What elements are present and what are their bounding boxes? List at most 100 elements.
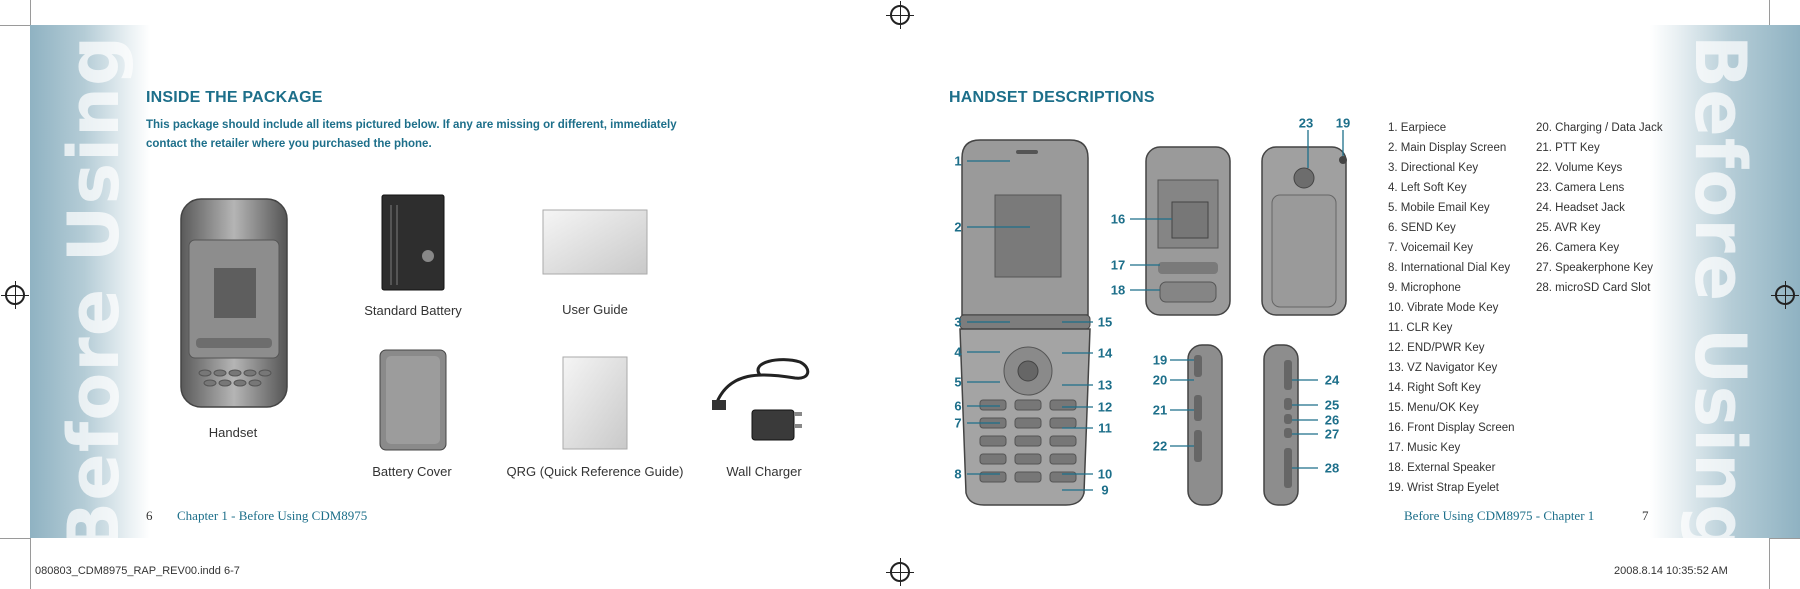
parts-list-item: 6. SEND Key xyxy=(1388,222,1456,234)
callout-3: 3 xyxy=(954,314,962,330)
footer-right: Before Using CDM8975 - Chapter 1 xyxy=(1404,508,1595,523)
handset-left-side-image xyxy=(1187,344,1223,506)
callout-9: 9 xyxy=(1101,482,1109,498)
callout-16: 16 xyxy=(1110,211,1126,227)
parts-list-item: 24. Headset Jack xyxy=(1536,202,1625,214)
crop-mark xyxy=(1770,538,1800,539)
parts-list-item: 27. Speakerphone Key xyxy=(1536,262,1654,274)
callout-18: 18 xyxy=(1110,282,1126,298)
callout-17: 17 xyxy=(1110,257,1126,273)
parts-list-item: 3. Directional Key xyxy=(1388,162,1479,174)
crop-mark xyxy=(1769,538,1770,589)
handset-open-image xyxy=(959,139,1091,506)
parts-list-item: 8. International Dial Key xyxy=(1388,262,1511,274)
handset-right-side-image xyxy=(1263,344,1299,506)
handset-front-image xyxy=(1145,146,1231,316)
page-title-inside-package: INSIDE THE PACKAGE xyxy=(146,89,323,106)
crop-mark xyxy=(30,538,31,589)
callout-7: 7 xyxy=(954,415,962,431)
parts-list-item: 18. External Speaker xyxy=(1388,462,1496,474)
parts-list-item: 16. Front Display Screen xyxy=(1388,422,1515,434)
callout-21: 21 xyxy=(1152,402,1168,418)
caption-handset: Handset xyxy=(208,425,258,440)
callout-28: 28 xyxy=(1324,460,1340,476)
caption-standard-battery: Standard Battery xyxy=(364,303,462,318)
crop-mark xyxy=(0,25,30,26)
registration-mark-right xyxy=(1771,281,1799,309)
callout-1: 1 xyxy=(954,153,962,169)
callout-20: 20 xyxy=(1152,372,1168,388)
callout-5: 5 xyxy=(954,374,962,390)
handset-back-image xyxy=(1261,146,1347,316)
callout-14: 14 xyxy=(1097,345,1113,361)
registration-mark-top xyxy=(886,1,914,29)
slug-filename: 080803_CDM8975_RAP_REV00.indd 6-7 xyxy=(35,565,240,577)
parts-list-item: 28. microSD Card Slot xyxy=(1536,282,1651,294)
handset-image xyxy=(180,198,288,408)
parts-list-item: 11. CLR Key xyxy=(1388,322,1453,334)
parts-list-item: 1. Earpiece xyxy=(1388,122,1447,134)
crop-mark xyxy=(30,0,31,25)
registration-mark-bottom xyxy=(886,558,914,586)
parts-list-item: 15. Menu/OK Key xyxy=(1388,402,1479,414)
callout-8: 8 xyxy=(954,466,962,482)
parts-list-item: 2. Main Display Screen xyxy=(1388,142,1507,154)
side-tab-right xyxy=(1650,25,1800,538)
page-title-handset-descriptions: HANDSET DESCRIPTIONS xyxy=(949,89,1155,106)
side-tab-left xyxy=(30,25,150,538)
parts-list-item: 25. AVR Key xyxy=(1536,222,1601,234)
slug-timestamp: 2008.8.14 10:35:52 AM xyxy=(1614,565,1728,577)
parts-list-item: 26. Camera Key xyxy=(1536,242,1620,254)
parts-list-item: 23. Camera Lens xyxy=(1536,182,1625,194)
page-number-left: 6 xyxy=(146,508,153,523)
parts-list-item: 7. Voicemail Key xyxy=(1388,242,1474,254)
parts-list-item: 13. VZ Navigator Key xyxy=(1388,362,1498,374)
footer-left: Chapter 1 - Before Using CDM8975 xyxy=(177,508,368,523)
crop-mark xyxy=(1769,0,1770,25)
callout-11: 11 xyxy=(1098,420,1112,436)
callout-19-side: 19 xyxy=(1152,352,1168,368)
parts-list-col2: 20. Charging / Data Jack 21. PTT Key 22.… xyxy=(1536,118,1663,298)
parts-list-item: 21. PTT Key xyxy=(1536,142,1600,154)
parts-list-col1: 1. Earpiece 2. Main Display Screen 3. Di… xyxy=(1388,118,1515,498)
parts-list-item: 5. Mobile Email Key xyxy=(1388,202,1490,214)
callout-26: 26 xyxy=(1324,412,1340,428)
parts-list-item: 14. Right Soft Key xyxy=(1388,382,1481,394)
caption-user-guide: User Guide xyxy=(562,302,628,317)
callout-27: 27 xyxy=(1324,426,1340,442)
caption-wall-charger: Wall Charger xyxy=(726,464,802,479)
callout-19-back: 19 xyxy=(1335,115,1351,131)
crop-mark xyxy=(0,538,30,539)
callout-25: 25 xyxy=(1324,397,1340,413)
intro-text: This package should include all items pi… xyxy=(146,119,677,150)
callout-24: 24 xyxy=(1324,372,1340,388)
wall-charger-image xyxy=(712,358,810,441)
callout-13: 13 xyxy=(1097,377,1113,393)
callout-15: 15 xyxy=(1097,314,1113,330)
registration-mark-left xyxy=(1,281,29,309)
callout-lines xyxy=(967,130,1344,491)
parts-list-item: 22. Volume Keys xyxy=(1536,162,1623,174)
callout-23: 23 xyxy=(1298,115,1314,131)
parts-list-item: 10. Vibrate Mode Key xyxy=(1388,302,1499,314)
callout-12: 12 xyxy=(1097,399,1113,415)
parts-list-item: 12. END/PWR Key xyxy=(1388,342,1485,354)
parts-list-item: 20. Charging / Data Jack xyxy=(1536,122,1663,134)
battery-cover-image xyxy=(379,349,447,451)
callout-4: 4 xyxy=(954,344,962,360)
callout-10: 10 xyxy=(1097,466,1113,482)
page-number-right: 7 xyxy=(1642,508,1649,523)
parts-list-item: 17. Music Key xyxy=(1388,442,1461,454)
caption-battery-cover: Battery Cover xyxy=(372,464,452,479)
user-guide-image xyxy=(542,209,648,275)
parts-list-item: 4. Left Soft Key xyxy=(1388,182,1467,194)
parts-list-item: 9. Microphone xyxy=(1388,282,1461,294)
caption-qrg: QRG (Quick Reference Guide) xyxy=(506,464,684,479)
battery-image xyxy=(381,194,445,291)
callout-6: 6 xyxy=(954,398,962,414)
callout-22: 22 xyxy=(1152,438,1168,454)
parts-list-item: 19. Wrist Strap Eyelet xyxy=(1388,482,1499,494)
callout-2: 2 xyxy=(954,219,962,235)
qrg-image xyxy=(562,356,628,450)
